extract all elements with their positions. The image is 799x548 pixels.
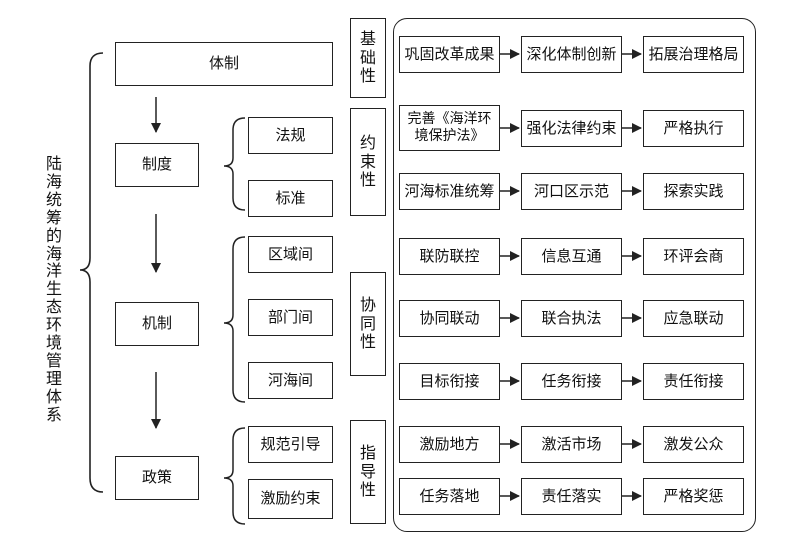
measure-row4-third: 环评会商 bbox=[643, 237, 744, 275]
subitem-guifan-yindao: 规范引导 bbox=[248, 426, 333, 463]
level-tizhi: 体制 bbox=[115, 42, 333, 86]
measure-row6-first: 目标衔接 bbox=[399, 362, 500, 400]
measure-row2-first: 完善《海洋环境保护法》 bbox=[399, 105, 500, 151]
system-brace bbox=[79, 52, 104, 493]
measures-panel bbox=[393, 18, 756, 532]
category-zhidao: 指导性 bbox=[350, 420, 386, 524]
measure-row8-third: 严格奖惩 bbox=[643, 477, 744, 515]
measure-row1-third: 拓展治理格局 bbox=[643, 35, 744, 73]
subitem-biaozhun: 标准 bbox=[248, 180, 333, 217]
measure-row8-second: 责任落实 bbox=[521, 477, 622, 515]
subitem-bumenjian: 部门间 bbox=[248, 299, 333, 336]
brace-zhengce bbox=[223, 427, 246, 525]
category-yueshu: 约束性 bbox=[350, 108, 386, 216]
level-zhidu: 制度 bbox=[115, 143, 199, 187]
subitem-fagui: 法规 bbox=[248, 117, 333, 154]
level-zhengce: 政策 bbox=[115, 456, 199, 500]
measure-row5-third: 应急联动 bbox=[643, 299, 744, 337]
measure-row7-second: 激活市场 bbox=[521, 425, 622, 463]
measure-row7-third: 激发公众 bbox=[643, 425, 744, 463]
measure-row3-second: 河口区示范 bbox=[521, 172, 622, 210]
measure-row2-second: 强化法律约束 bbox=[521, 109, 622, 147]
measure-row2-third: 严格执行 bbox=[643, 109, 744, 147]
system-title: 陆海统筹的海洋生态环境管理体系 bbox=[46, 154, 63, 424]
subitem-hehaijian: 河海间 bbox=[248, 362, 333, 399]
measure-row4-first: 联防联控 bbox=[399, 237, 500, 275]
measure-row3-third: 探索实践 bbox=[643, 172, 744, 210]
measure-row3-first: 河海标准统筹 bbox=[399, 172, 500, 210]
measure-row5-second: 联合执法 bbox=[521, 299, 622, 337]
brace-zhidu bbox=[223, 117, 246, 211]
subitem-jili-yueshu: 激励约束 bbox=[248, 479, 333, 519]
measure-row1-first: 巩固改革成果 bbox=[399, 35, 500, 73]
level-jizhi: 机制 bbox=[115, 302, 199, 346]
measure-row8-first: 任务落地 bbox=[399, 477, 500, 515]
subitem-quyujian: 区域间 bbox=[248, 236, 333, 273]
measure-row7-first: 激励地方 bbox=[399, 425, 500, 463]
measure-row6-third: 责任衔接 bbox=[643, 362, 744, 400]
category-jichu: 基础性 bbox=[350, 18, 386, 98]
brace-jizhi bbox=[223, 236, 246, 403]
measure-row1-second: 深化体制创新 bbox=[521, 35, 622, 73]
measure-row4-second: 信息互通 bbox=[521, 237, 622, 275]
row-arrows bbox=[500, 49, 642, 501]
category-xietong: 协同性 bbox=[350, 272, 386, 376]
measure-row6-second: 任务衔接 bbox=[521, 362, 622, 400]
measure-row5-first: 协同联动 bbox=[399, 299, 500, 337]
